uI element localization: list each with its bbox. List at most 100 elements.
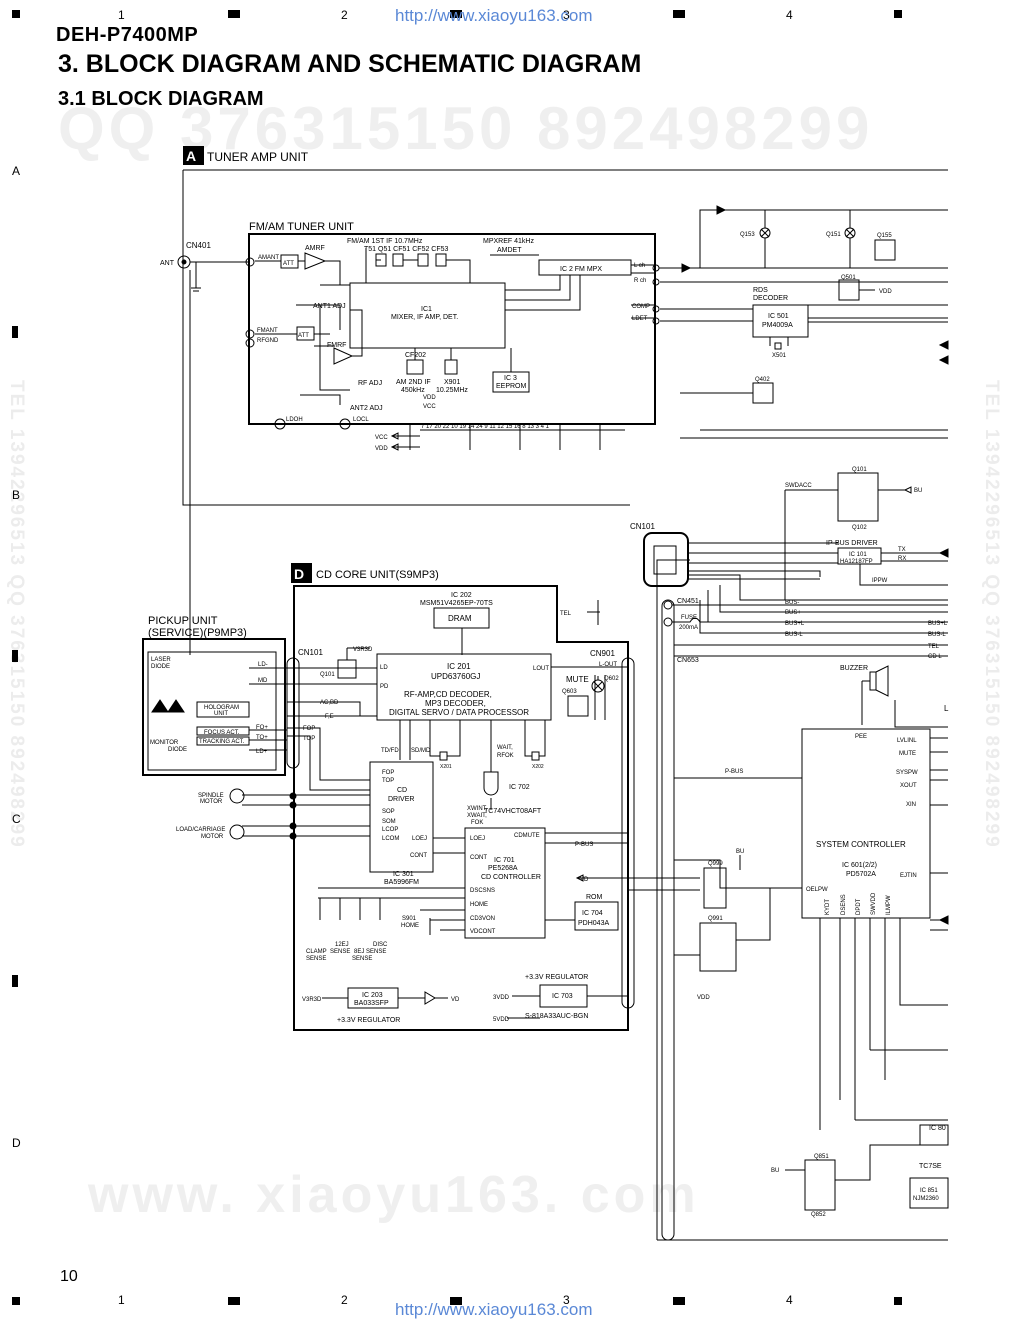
- ic1-box: [349, 282, 506, 349]
- source-url-top: http://www.xiaoyu163.com: [395, 6, 593, 25]
- fmrf-label: FMRF: [327, 342, 346, 349]
- upd-label: UPD63760GJ: [431, 672, 480, 681]
- section-title: 3.1 BLOCK DIAGRAM: [58, 88, 264, 110]
- q851-label: Q851: [814, 1154, 829, 1160]
- tdfd-label: TD/FD: [381, 748, 399, 754]
- grid-col-1-bottom: 1: [118, 1293, 125, 1307]
- laser-diode-label: DIODE: [151, 664, 170, 670]
- ic704-label: IC 704: [582, 910, 603, 917]
- ic701-box: [464, 827, 546, 939]
- tuner-amp-title: TUNER AMP UNIT: [207, 150, 309, 164]
- vdd-cd-label: VDD: [697, 995, 710, 1001]
- tuner-pin-numbers: 7 17 20 22 10 19 14 24 9 11 12 15 16 8 1…: [421, 424, 550, 430]
- rf-adj-label: RF ADJ: [358, 380, 382, 387]
- q101-tuner-label: Q101: [852, 467, 867, 473]
- cont-ic701-label: CONT: [470, 855, 487, 861]
- v5vdd-label: 5VDD: [493, 1017, 510, 1023]
- cn101-tuner-label: CN101: [630, 522, 655, 531]
- v3r3d-reg-label: V3R3D: [302, 997, 322, 1003]
- grid-mark: [228, 10, 240, 18]
- badge-d-letter: D: [294, 566, 304, 582]
- fop-ic301-label: FOP: [382, 770, 394, 776]
- pd-pin-label: PD: [380, 684, 389, 690]
- pbus-sys-label: P-BUS: [725, 769, 743, 775]
- loej-ic301-label: LOEJ: [412, 836, 427, 842]
- grid-row-a: A: [12, 164, 21, 178]
- q101-cd-label: Q101: [320, 672, 335, 678]
- amant-label: AMANT: [258, 255, 279, 261]
- ippw-label: IPPW: [872, 578, 888, 584]
- pbus-cd-label: P-BUS: [575, 842, 593, 848]
- ha12187fp-label: HA12187FP: [840, 559, 873, 565]
- grid-col-2-top: 2: [341, 8, 348, 22]
- page-title: 3. BLOCK DIAGRAM AND SCHEMATIC DIAGRAM: [58, 50, 642, 78]
- disc-sense-label: SENSE: [352, 956, 372, 962]
- att2-label: ATT: [298, 333, 309, 339]
- grid-mark: [894, 10, 902, 18]
- bus-plus-label: BUS+: [785, 610, 801, 616]
- vdd-arrow-label: VDD: [375, 446, 388, 452]
- cn901-label: CN901: [590, 649, 615, 658]
- q102-label: Q102: [852, 525, 867, 531]
- ic851-label: IC 851: [920, 1188, 938, 1194]
- monitor-label: MONITOR: [150, 740, 179, 746]
- q153-label: Q153: [740, 232, 755, 238]
- cn401-label: CN401: [186, 241, 211, 250]
- watermark-tel-left: TEL 13942296513 QQ 376315150 892498299: [6, 380, 27, 849]
- rds-decoder-label: DECODER: [753, 295, 788, 302]
- grid-col-4-top: 4: [786, 8, 793, 22]
- grid-row-d: D: [12, 1136, 21, 1150]
- swdacc-label: SWDACC: [785, 483, 812, 489]
- xout-label: XOUT: [900, 783, 917, 789]
- fmant-label: FMANT: [257, 328, 278, 334]
- cd-core-title: CD CORE UNIT(S9MP3): [316, 569, 439, 581]
- grid-mark: [450, 10, 462, 18]
- badge-a-letter: A: [186, 148, 196, 164]
- s818-label: S-818A33AUC-BGN: [525, 1013, 588, 1020]
- grid-row-b: B: [12, 488, 21, 502]
- grid-mark: [12, 975, 18, 987]
- loej-ic701-label: LOEJ: [470, 836, 485, 842]
- spindle-label: SPINDLE: [198, 793, 224, 799]
- cf202-label: CF202: [405, 352, 426, 359]
- ba033sfp-label: BA033SFP: [354, 1000, 389, 1007]
- ldet-label: LDET: [632, 316, 648, 322]
- hologram-label: HOLOGRAM: [204, 705, 239, 711]
- cd-driver-label-1: CD: [397, 787, 407, 794]
- rds-vdd-label: VDD: [879, 289, 892, 295]
- ic3-label: IC 3: [504, 375, 517, 382]
- grid-mark: [673, 1297, 685, 1305]
- cd-core-box: [229, 563, 629, 1031]
- am2nd-freq-label: 450kHz: [401, 387, 425, 394]
- bu-cd-label: BU: [736, 849, 744, 855]
- q155-label: Q155: [877, 233, 892, 239]
- am2nd-label: AM 2ND IF: [396, 379, 431, 386]
- q852-label: Q852: [811, 1212, 826, 1218]
- amdet-label: AMDET: [497, 247, 522, 254]
- dscsns-label: DSCSNS: [470, 888, 495, 894]
- grid-col-3-top: 3: [563, 8, 570, 22]
- cd-driver-box: [369, 761, 434, 873]
- ic501-box: [752, 304, 809, 338]
- syspw-label: SYSPW: [896, 770, 918, 776]
- buzzer-label: BUZZER: [840, 665, 868, 672]
- grid-col-4-bottom: 4: [786, 1293, 793, 1307]
- x202-label: X202: [532, 764, 544, 770]
- clamp-sense-label: SENSE: [306, 956, 326, 962]
- ic601-box: [801, 728, 931, 919]
- loading-motor-label: MOTOR: [201, 834, 224, 840]
- bus-plus-l-label: BUS+L: [785, 621, 805, 627]
- grid-col-3-bottom: 3: [563, 1293, 570, 1307]
- rom-label: ROM: [586, 894, 603, 901]
- fok-label: FOK: [471, 820, 483, 826]
- model-name: DEH-P7400MP: [56, 24, 199, 46]
- rfgnd-label: RFGND: [257, 338, 279, 344]
- cdmute-label: CDMUTE: [514, 833, 540, 839]
- ant1-adj-label: ANT1 ADJ: [313, 303, 346, 310]
- if1-parts-label: T51 Q51 CF51 CF52 CF53: [364, 246, 449, 253]
- ip-bus-area: [587, 472, 949, 728]
- ej12-label: 12EJ: [335, 942, 349, 948]
- x501-label: X501: [772, 353, 787, 359]
- q501-label: Q501: [841, 275, 856, 281]
- q402-label: Q402: [755, 377, 770, 383]
